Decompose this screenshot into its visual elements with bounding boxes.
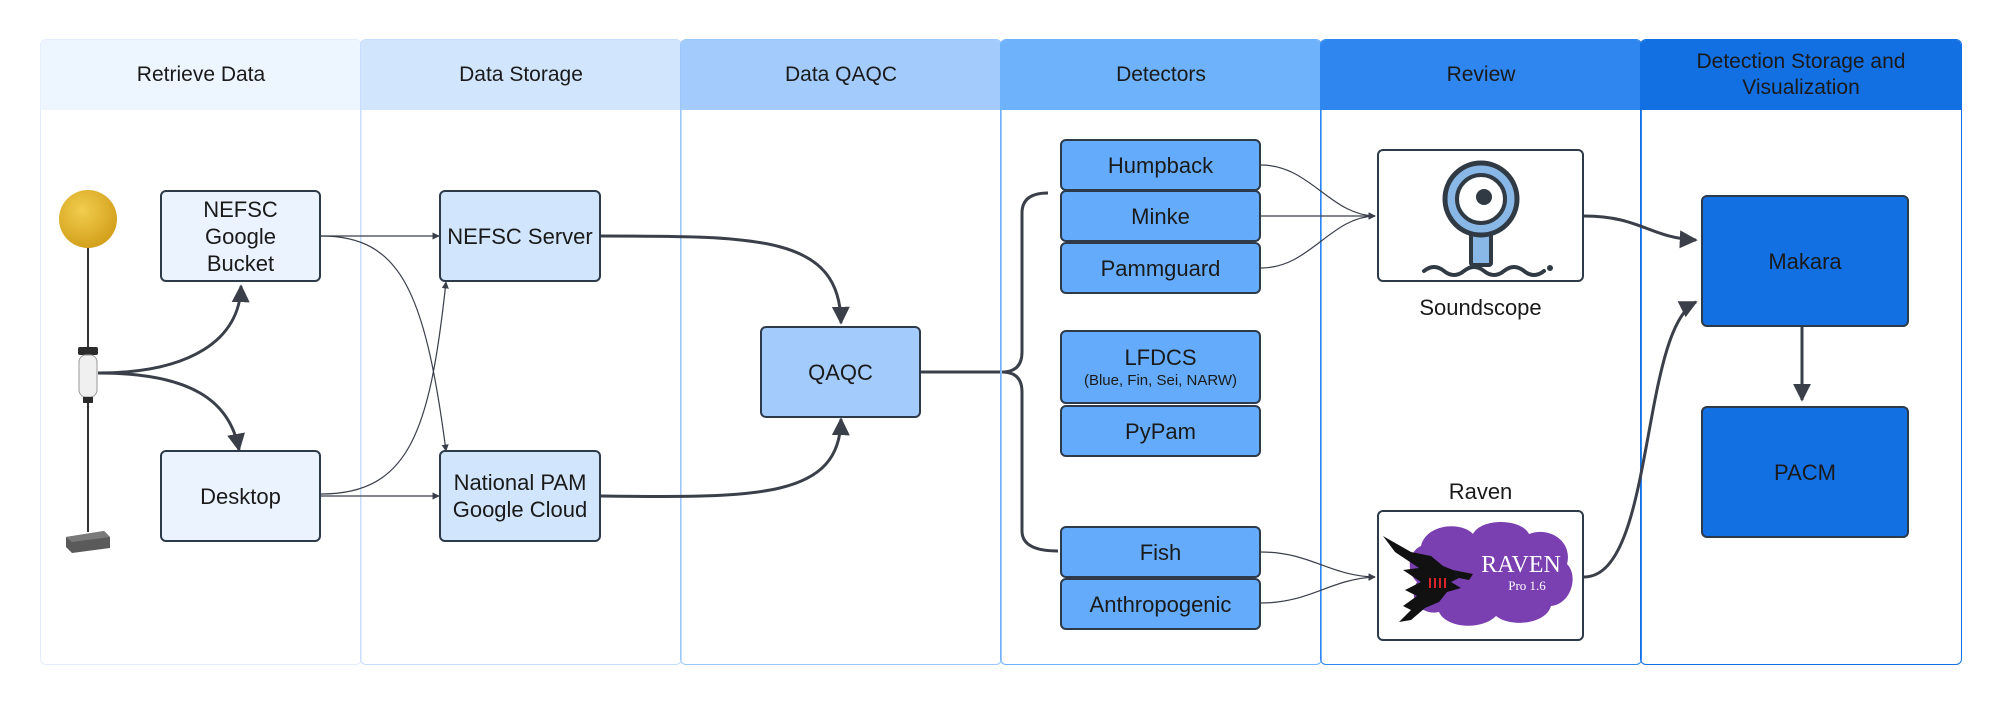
lane-header-data-storage: Data Storage xyxy=(361,40,681,110)
detector-pammguard-label: Pammguard xyxy=(1100,255,1221,281)
raven-logo-spectrogram-icon xyxy=(1428,577,1446,588)
detector-lfdcs-label: LFDCS xyxy=(1124,345,1197,370)
buoy-icon xyxy=(59,190,117,248)
nefsc-server-label: NEFSC Server xyxy=(447,223,593,249)
lane-header-data-qaqc: Data QAQC xyxy=(681,40,1001,110)
desktop-node[interactable]: Desktop xyxy=(160,450,321,542)
desktop-label: Desktop xyxy=(200,483,281,509)
qaqc-node[interactable]: QAQC xyxy=(760,326,921,418)
detector-pypam-label: PyPam xyxy=(1125,418,1196,444)
detector-humpback-label: Humpback xyxy=(1107,152,1214,178)
lane-retrieve-data: Retrieve Data xyxy=(40,39,362,665)
raven-logo-version: Pro 1.6 xyxy=(1508,578,1546,593)
nefsc-server-node[interactable]: NEFSC Server xyxy=(439,190,601,282)
lane-header-detectors: Detectors xyxy=(1001,40,1321,110)
nefsc-google-bucket-label: NEFSC Google Bucket xyxy=(203,196,278,276)
lane-data-storage: Data Storage xyxy=(360,39,682,665)
raven-caption: Raven xyxy=(1448,479,1513,504)
detector-pypam-node[interactable]: PyPam xyxy=(1060,405,1261,457)
lane-visualization: Detection Storage and Visualization xyxy=(1640,39,1962,665)
detector-minke-node[interactable]: Minke xyxy=(1060,190,1261,242)
lane-data-qaqc: Data QAQC xyxy=(680,39,1002,665)
pacm-node[interactable]: PACM xyxy=(1701,406,1909,538)
soundscope-logo-icon xyxy=(1421,160,1553,277)
makara-label: Makara xyxy=(1768,248,1842,274)
mooring-icon xyxy=(59,190,117,553)
lane-detectors: Detectors xyxy=(1000,39,1322,665)
detector-lfdcs-node[interactable]: LFDCS (Blue, Fin, Sei, NARW) xyxy=(1060,330,1261,404)
soundscope-tool-node[interactable] xyxy=(1377,149,1584,282)
detector-fish-label: Fish xyxy=(1139,539,1182,565)
nefsc-google-bucket-node[interactable]: NEFSC Google Bucket xyxy=(160,190,321,282)
raven-pro-logo-icon: RAVEN Pro 1.6 xyxy=(1382,521,1573,626)
lane-header-review: Review xyxy=(1321,40,1641,110)
detector-anthropogenic-node[interactable]: Anthropogenic xyxy=(1060,578,1261,630)
makara-node[interactable]: Makara xyxy=(1701,195,1909,327)
anchor-block-icon xyxy=(66,531,110,553)
lane-review: Review xyxy=(1320,39,1642,665)
detector-lfdcs-species: (Blue, Fin, Sei, NARW) xyxy=(1083,372,1238,389)
detector-pammguard-node[interactable]: Pammguard xyxy=(1060,242,1261,294)
lane-header-retrieve-data: Retrieve Data xyxy=(41,40,361,110)
qaqc-label: QAQC xyxy=(808,359,873,385)
raven-tool-node[interactable]: RAVEN Pro 1.6 xyxy=(1377,510,1584,641)
detector-fish-node[interactable]: Fish xyxy=(1060,526,1261,578)
detector-humpback-node[interactable]: Humpback xyxy=(1060,139,1261,191)
pacm-label: PACM xyxy=(1774,459,1836,485)
soundscope-caption: Soundscope xyxy=(1419,295,1542,320)
national-pam-google-cloud-label: National PAM Google Cloud xyxy=(452,470,588,522)
national-pam-google-cloud-node[interactable]: National PAM Google Cloud xyxy=(439,450,601,542)
detector-minke-label: Minke xyxy=(1131,203,1190,229)
raven-logo-title: RAVEN xyxy=(1481,552,1561,578)
lane-header-visualization: Detection Storage and Visualization xyxy=(1641,40,1961,110)
hydrophone-recorder-icon xyxy=(78,347,98,403)
detector-anthropogenic-label: Anthropogenic xyxy=(1089,591,1232,617)
